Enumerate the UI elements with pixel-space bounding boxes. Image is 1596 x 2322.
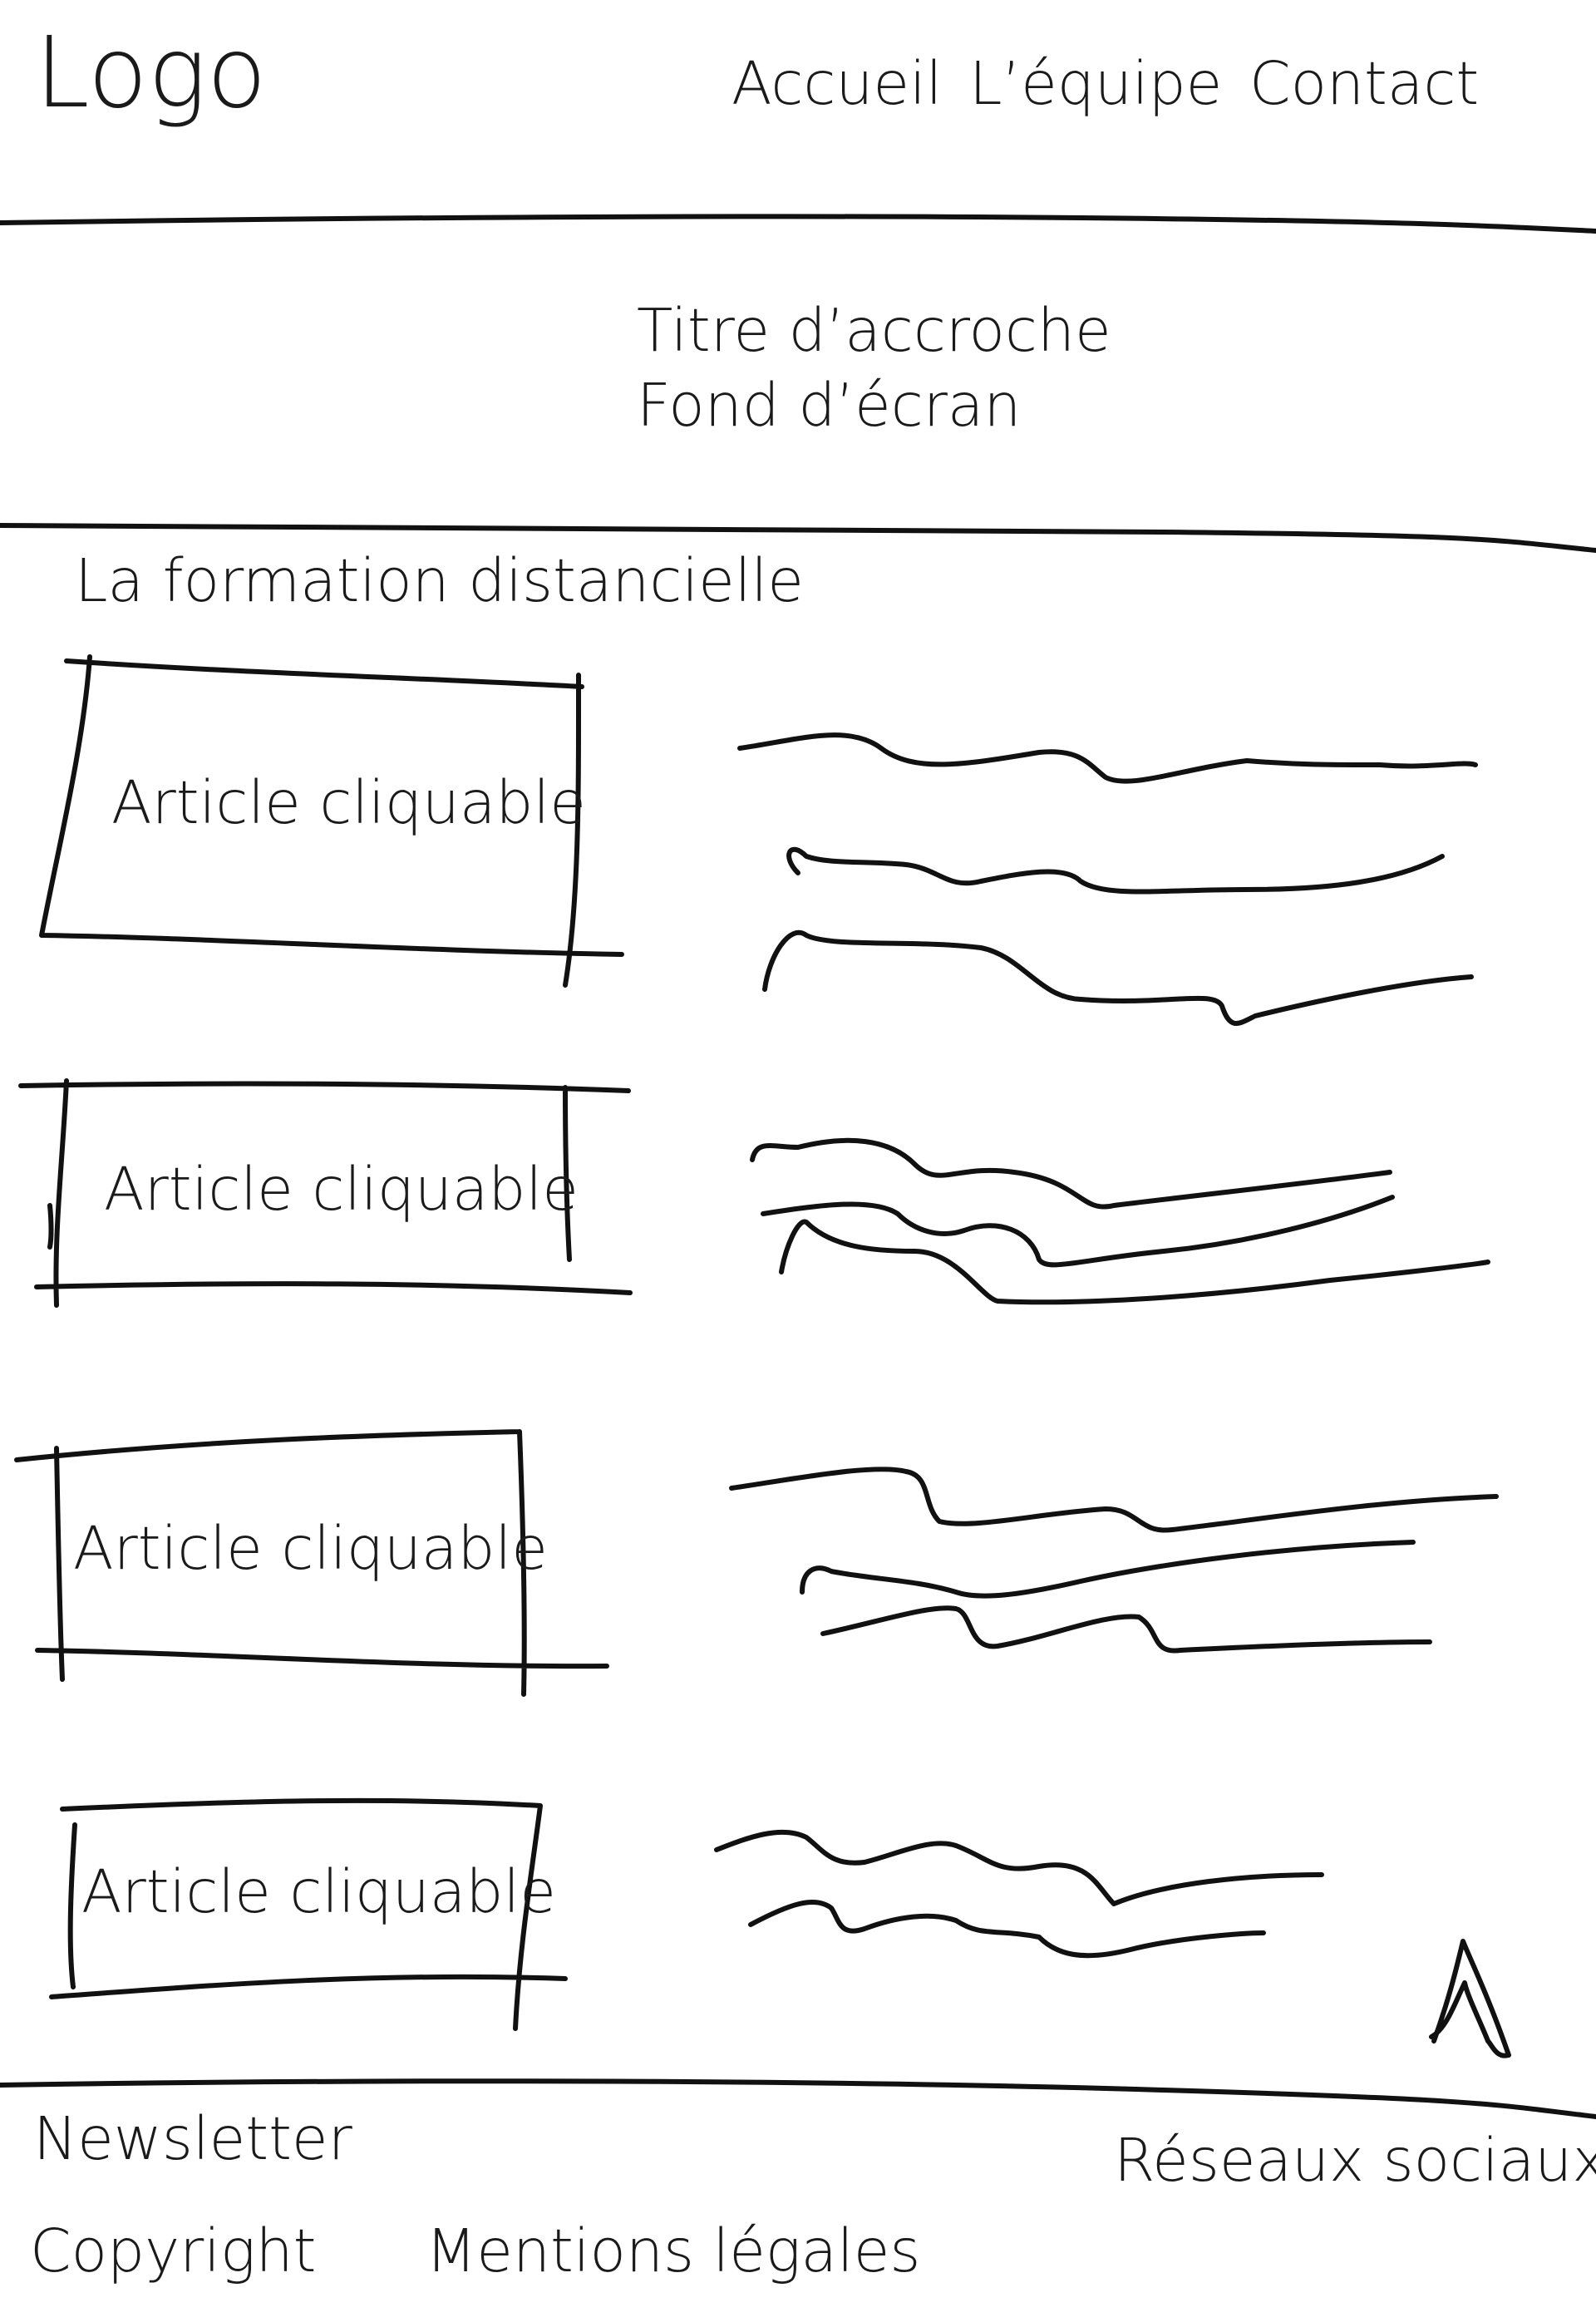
article-card-label: Article cliquable <box>111 768 586 837</box>
article-card-3[interactable]: Article cliquable <box>25 1434 607 1684</box>
article-1-frame <box>39 654 624 988</box>
footer-divider <box>0 2078 1596 2119</box>
nav-accueil[interactable]: Accueil <box>732 49 943 118</box>
article-card-label: Article cliquable <box>81 1857 556 1926</box>
footer-newsletter[interactable]: Newsletter <box>33 2104 352 2173</box>
article-card-4[interactable]: Article cliquable <box>50 1800 565 1999</box>
nav-equipe[interactable]: L’équipe <box>969 49 1223 118</box>
article-3-frame <box>14 1429 609 1697</box>
nav-contact[interactable]: Contact <box>1249 49 1480 118</box>
article-card-label: Article cliquable <box>73 1514 548 1583</box>
article-1-text-squiggle <box>786 846 1445 895</box>
article-2-frame <box>18 1078 633 1308</box>
footer-social[interactable]: Réseaux sociaux <box>1114 2126 1596 2195</box>
article-1-text-squiggle <box>737 732 1478 784</box>
article-1-text-squiggle <box>762 929 1474 1026</box>
article-4-text-squiggle <box>714 1829 1324 1906</box>
article-card-2[interactable]: Article cliquable <box>25 1085 632 1293</box>
article-2-text-squiggle <box>761 1195 1395 1268</box>
hero-divider <box>0 523 1596 553</box>
article-4-frame <box>49 1797 568 2031</box>
footer-legal[interactable]: Mentions légales <box>426 2216 921 2285</box>
header-divider <box>0 214 1596 234</box>
back-to-top-arrow-icon <box>1429 1939 1511 2058</box>
logo[interactable]: Logo <box>35 15 267 130</box>
hero-title: Titre d’accroche <box>637 296 1111 365</box>
section-title: La formation distancielle <box>75 546 804 615</box>
article-2-text-squiggle <box>750 1137 1392 1210</box>
article-3-text-squiggle <box>820 1605 1432 1654</box>
article-2-text-squiggle <box>779 1219 1490 1305</box>
article-card-1[interactable]: Article cliquable <box>42 661 623 960</box>
article-3-text-squiggle <box>729 1467 1499 1533</box>
hero-background-label: Fond d’écran <box>637 371 1022 440</box>
footer-copyright: Copyright <box>30 2216 317 2285</box>
back-to-top-button[interactable] <box>1426 1933 1517 2066</box>
article-3-text-squiggle <box>800 1540 1416 1599</box>
article-card-label: Article cliquable <box>104 1155 579 1224</box>
article-4-text-squiggle <box>748 1900 1266 1959</box>
